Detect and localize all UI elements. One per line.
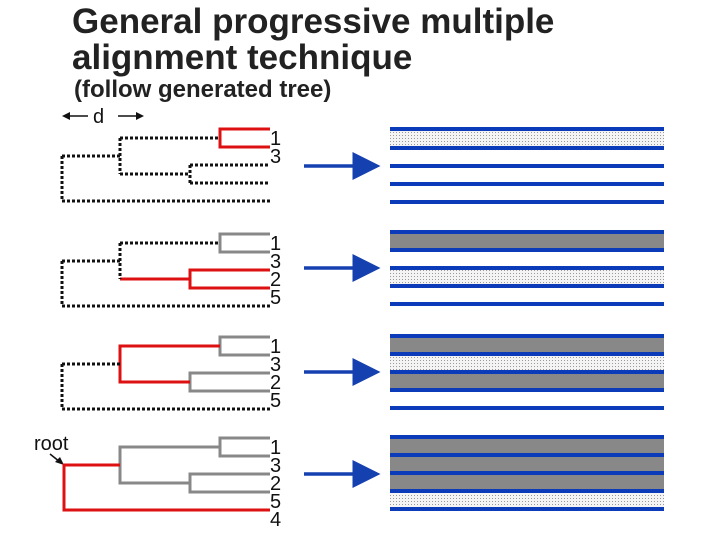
- aligned-branch: [218, 232, 270, 254]
- leaf-label: 1: [270, 437, 281, 459]
- sequence-bar: [390, 200, 664, 204]
- aligned-branch: [118, 436, 270, 494]
- sequence-current: [390, 130, 664, 148]
- sequence-bar: [390, 334, 664, 338]
- tree-panel-2: [60, 232, 270, 308]
- sequence-aligned: [390, 232, 664, 250]
- sequence-bar: [390, 230, 664, 234]
- sequence-bar: [390, 352, 664, 356]
- sequence-current: [390, 268, 664, 286]
- panel-4: 1 3 2 5 4: [62, 435, 664, 531]
- sequence-stack-panel-3: [390, 334, 664, 410]
- sequence-bar: [390, 406, 664, 410]
- sequence-bar: [390, 146, 664, 150]
- leaf-label: 2: [270, 372, 281, 394]
- sequence-bar: [390, 435, 664, 439]
- distance-arrowhead-left: [62, 112, 70, 120]
- sequence-bar: [390, 507, 664, 511]
- sequence-bar: [390, 266, 664, 270]
- merged-branch: [118, 344, 220, 384]
- distance-indicator: d: [62, 106, 144, 128]
- merged-branch: [62, 463, 270, 512]
- sequence-bar: [390, 370, 664, 374]
- tree-panel-1: [60, 127, 270, 203]
- merged-branch: [218, 127, 270, 149]
- sequence-bar: [390, 388, 664, 392]
- distance-label: d: [93, 106, 104, 128]
- leaf-label: 5: [270, 491, 281, 513]
- leaf-label: 3: [270, 455, 281, 477]
- sequence-bar: [390, 489, 664, 493]
- merged-branch: [120, 268, 270, 290]
- root-pointer: [49, 453, 64, 465]
- sequence-bar: [390, 471, 664, 475]
- sequence-bar: [390, 284, 664, 288]
- sequence-stack-panel-2: [390, 230, 664, 306]
- leaf-label: 2: [270, 269, 281, 291]
- leaf-label: 3: [270, 251, 281, 273]
- sequence-aligned: [390, 336, 664, 354]
- leaf-label: 1: [270, 336, 281, 358]
- leaf-label: 5: [270, 390, 281, 412]
- pending-branches: [60, 136, 270, 203]
- sequence-stack-panel-4: [390, 435, 664, 511]
- leaf-label: 2: [270, 473, 281, 495]
- sequence-bar: [390, 182, 664, 186]
- tree-panel-4: [62, 436, 270, 512]
- root-label: root: [34, 433, 69, 455]
- sequence-aligned: [390, 437, 664, 455]
- sequence-aligned-gap: [390, 354, 664, 372]
- leaf-label: 5: [270, 287, 281, 309]
- panel-1: 1 3: [60, 127, 664, 204]
- leaf-label: 3: [270, 354, 281, 376]
- leaf-label: 3: [270, 146, 281, 168]
- leaf-label: 4: [270, 509, 281, 531]
- sequence-current: [390, 491, 664, 509]
- pending-branches: [60, 241, 270, 308]
- sequence-aligned: [390, 455, 664, 473]
- sequence-stack-panel-1: [390, 127, 664, 204]
- sequence-aligned: [390, 372, 664, 390]
- title: General progressive multiple alignment t…: [72, 2, 555, 77]
- panel-2: 1 3 2 5: [60, 230, 664, 309]
- sequence-bar: [390, 302, 664, 306]
- leaf-label: 1: [270, 233, 281, 255]
- sequence-bar: [390, 453, 664, 457]
- leaf-label: 1: [270, 128, 281, 150]
- subtitle: (follow generated tree): [74, 76, 332, 103]
- panel-3: 1 3 2 5: [60, 334, 664, 412]
- sequence-bar: [390, 127, 664, 131]
- pending-branches: [60, 362, 270, 411]
- sequence-bar: [390, 164, 664, 168]
- distance-arrowhead-right: [136, 112, 144, 120]
- sequence-bar: [390, 248, 664, 252]
- sequence-aligned: [390, 473, 664, 491]
- tree-panel-3: [60, 335, 270, 411]
